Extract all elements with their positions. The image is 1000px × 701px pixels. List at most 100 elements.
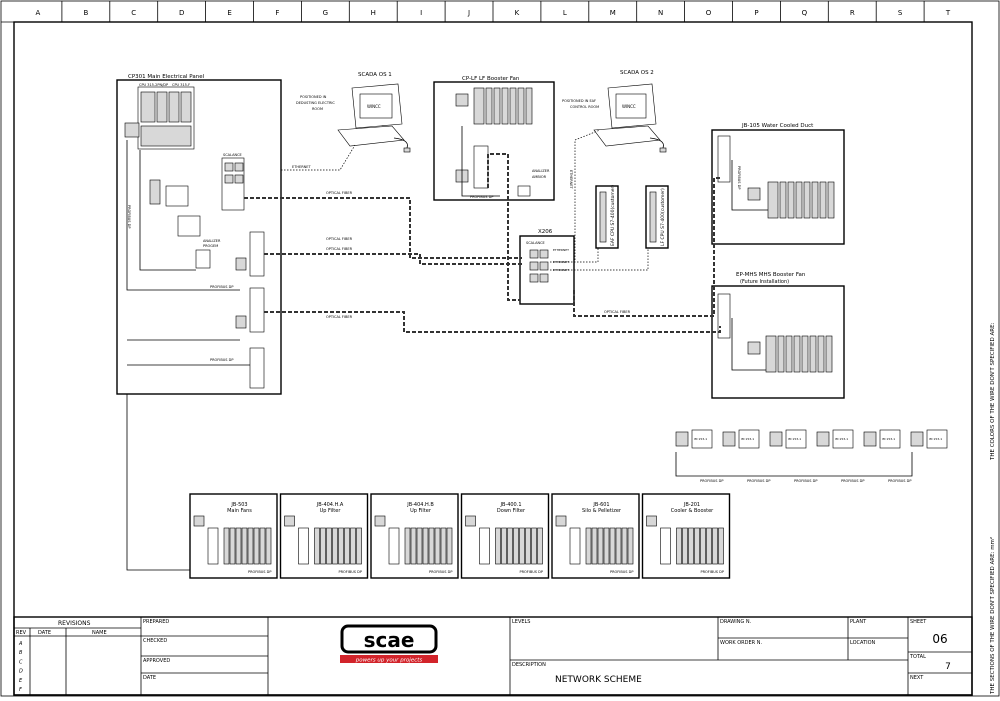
io-card <box>712 527 718 565</box>
io-card <box>513 527 519 565</box>
column-letter: I <box>420 9 422 17</box>
io-card <box>676 527 682 565</box>
analizer-label-2b: AMBIOR <box>532 175 547 179</box>
jb-profibus-label: PROFIBUS DP <box>520 570 543 574</box>
io-card <box>700 527 706 565</box>
io-card <box>682 527 688 565</box>
eth-port-1: ETHERNET <box>553 248 569 252</box>
junction-box-panel <box>370 493 459 579</box>
jb-profibus-label: PROFIBUS DP <box>248 570 271 574</box>
date-col: DATE <box>38 630 51 636</box>
io-card <box>531 527 537 565</box>
name-col: NAME <box>92 630 107 636</box>
column-letter: A <box>36 9 41 17</box>
junction-box-title: Cooler & Booster <box>671 508 714 514</box>
epmhs-subtitle: (Future Installation) <box>740 279 789 285</box>
cp301-olm-1 <box>249 231 265 277</box>
scada1-note3: ROOM <box>312 107 323 111</box>
io-card <box>585 527 592 565</box>
io-card <box>615 527 622 565</box>
junction-box-title: Up Filter <box>320 508 342 514</box>
io-card <box>706 527 712 565</box>
scada2-computer-icon: WINCC <box>593 83 667 153</box>
column-letter: K <box>515 9 520 17</box>
jb-profibus-label: PROFIBUS DP <box>339 570 362 574</box>
date-label: DATE <box>143 675 156 681</box>
drawing-no-label: DRAWING N. <box>720 619 752 625</box>
io-card <box>416 527 423 565</box>
scalance-label-2: SCALANCE <box>526 241 545 245</box>
profibus-label-2: PROFIBUS DP <box>210 358 233 362</box>
io-card <box>507 527 513 565</box>
scada1-title: SCADA OS 1 <box>358 72 392 78</box>
column-letter: B <box>83 9 88 17</box>
io-card <box>314 527 320 565</box>
io-card <box>235 527 242 565</box>
jb105-rack <box>767 181 835 219</box>
optical-fiber-runs <box>244 153 721 333</box>
io-card <box>537 527 543 565</box>
column-letter: P <box>754 9 758 17</box>
analizer-label: ANALIZER <box>203 239 221 243</box>
checked-label: CHECKED <box>143 638 167 644</box>
io-card <box>609 527 616 565</box>
column-letter: E <box>227 9 231 17</box>
io-card <box>265 527 272 565</box>
jb-profibus-label: PROFIBUS DP <box>701 570 724 574</box>
wincc-label-2: WINCC <box>622 104 636 109</box>
io-card <box>229 527 236 565</box>
io-card <box>223 527 230 565</box>
remote-device-box <box>879 429 901 449</box>
remote-device-label: IM 153-1 <box>788 437 801 441</box>
column-letter: H <box>371 9 376 17</box>
cp301-im <box>249 347 265 389</box>
profibus-label-3: PROFIBUS DP <box>470 195 493 199</box>
io-card <box>428 527 435 565</box>
eaf-cpu-label: EAF CPU S7-400(customer) <box>610 185 616 246</box>
io-card <box>422 527 429 565</box>
cp301-olm-2 <box>249 287 265 333</box>
io-card <box>259 527 266 565</box>
eth-port-2: ETHERNET <box>553 260 569 264</box>
revision-row: D <box>19 669 23 675</box>
remote-profibus-label: PROFIBUS DP <box>747 479 770 483</box>
junction-box-panel <box>189 493 278 579</box>
io-card <box>404 527 411 565</box>
side-note-sections: THE SECTIONS OF THE WIRE DON'T SPECIFIED… <box>989 537 996 695</box>
column-letter: D <box>179 9 184 17</box>
logo-wordmark: scae <box>364 628 415 652</box>
scada2-note1: POSITIONED IN EAF <box>562 99 596 103</box>
sheet-value: 06 <box>932 632 947 646</box>
remote-device-label: IM 153-1 <box>741 437 754 441</box>
eth-port-3: ETHERNET <box>553 268 569 272</box>
column-letter: T <box>945 9 951 17</box>
remote-profibus-label: PROFIBUS DP <box>700 479 723 483</box>
io-card <box>688 527 694 565</box>
scalance-label-1: SCALANCE <box>223 153 242 157</box>
total-label: TOTAL <box>909 654 926 660</box>
io-card <box>603 527 610 565</box>
optical-label-1: OPTICAL FIBER <box>326 191 353 195</box>
column-letter: N <box>658 9 663 17</box>
io-card <box>253 527 260 565</box>
epmhs-panel <box>711 285 845 399</box>
remote-device-label: IM 153-1 <box>882 437 895 441</box>
lf-cpu-box <box>645 185 669 249</box>
junction-box-panel <box>551 493 640 579</box>
scada1-note1: POSITIONED IN <box>300 95 327 99</box>
column-letter: J <box>467 9 470 17</box>
revisions-header: REVISIONS <box>58 620 91 627</box>
prepared-label: PREPARED <box>143 619 169 625</box>
cp301-hmi <box>124 122 140 138</box>
scada2-note2: CONTROL ROOM <box>570 105 599 109</box>
x206-title: X206 <box>538 229 553 235</box>
io-card <box>326 527 332 565</box>
cpu-label-b: CPU 315-F <box>172 83 190 87</box>
io-card <box>356 527 362 565</box>
remote-io-module <box>675 431 689 447</box>
column-letter: R <box>850 9 855 17</box>
junction-box-title: Silo & Pelletizer <box>582 508 622 514</box>
